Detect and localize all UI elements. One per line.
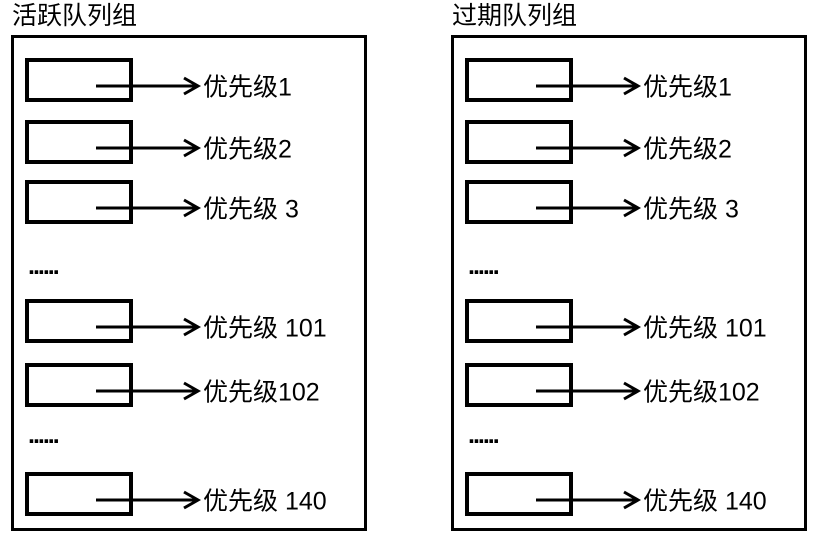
queue-list-head-box <box>25 58 133 102</box>
queue-row: 优先级 3 <box>14 180 364 224</box>
queue-list-head-box <box>25 180 133 224</box>
priority-label: 优先级 140 <box>203 487 327 516</box>
expired-queue-group-panel: 优先级1 优先级2 优先级 3 ...... 优先级 101 优先级102 ..… <box>451 35 807 531</box>
priority-label: 优先级 3 <box>203 195 299 224</box>
queue-list-head-box <box>465 58 573 102</box>
queue-row: 优先级1 <box>14 58 364 102</box>
right-arrow-icon <box>96 490 202 510</box>
queue-list-head-box <box>25 363 133 407</box>
queue-list-head-box <box>25 299 133 343</box>
right-arrow-icon <box>536 381 642 401</box>
queue-list-head-box <box>25 472 133 516</box>
priority-label: 优先级 101 <box>643 314 767 343</box>
queue-row: 优先级1 <box>454 58 804 102</box>
right-arrow-icon <box>536 490 642 510</box>
right-arrow-icon <box>96 76 202 96</box>
queue-row: 优先级 140 <box>454 472 804 516</box>
priority-label: 优先级102 <box>643 378 760 407</box>
queue-row: 优先级2 <box>14 120 364 164</box>
priority-label: 优先级 101 <box>203 314 327 343</box>
right-arrow-icon <box>536 76 642 96</box>
right-arrow-icon <box>96 138 202 158</box>
queue-list-head-box <box>465 299 573 343</box>
ellipsis-text: ...... <box>468 421 500 449</box>
priority-label: 优先级2 <box>203 135 292 164</box>
priority-label: 优先级102 <box>203 378 320 407</box>
ellipsis-text: ...... <box>28 421 60 449</box>
right-arrow-icon <box>536 198 642 218</box>
queue-row: 优先级 101 <box>454 299 804 343</box>
queue-row: 优先级 140 <box>14 472 364 516</box>
priority-label: 优先级1 <box>203 73 292 102</box>
right-arrow-icon <box>96 381 202 401</box>
queue-list-head-box <box>465 180 573 224</box>
queue-row: 优先级 101 <box>14 299 364 343</box>
active-queue-group-title: 活跃队列组 <box>12 2 138 30</box>
ellipsis-text: ...... <box>28 252 60 280</box>
priority-label: 优先级 3 <box>643 195 739 224</box>
queue-list-head-box <box>465 120 573 164</box>
ellipsis-text: ...... <box>468 252 500 280</box>
queue-row: 优先级 3 <box>454 180 804 224</box>
queue-list-head-box <box>465 472 573 516</box>
queue-list-head-box <box>465 363 573 407</box>
right-arrow-icon <box>96 198 202 218</box>
queue-row: 优先级102 <box>454 363 804 407</box>
expired-queue-group-title: 过期队列组 <box>452 2 578 30</box>
queue-row: 优先级102 <box>14 363 364 407</box>
priority-label: 优先级1 <box>643 73 732 102</box>
right-arrow-icon <box>96 317 202 337</box>
right-arrow-icon <box>536 317 642 337</box>
priority-label: 优先级 140 <box>643 487 767 516</box>
queue-list-head-box <box>25 120 133 164</box>
priority-label: 优先级2 <box>643 135 732 164</box>
right-arrow-icon <box>536 138 642 158</box>
active-queue-group-panel: 优先级1 优先级2 优先级 3 ...... 优先级 101 优先级102 ..… <box>11 35 367 531</box>
queue-row: 优先级2 <box>454 120 804 164</box>
